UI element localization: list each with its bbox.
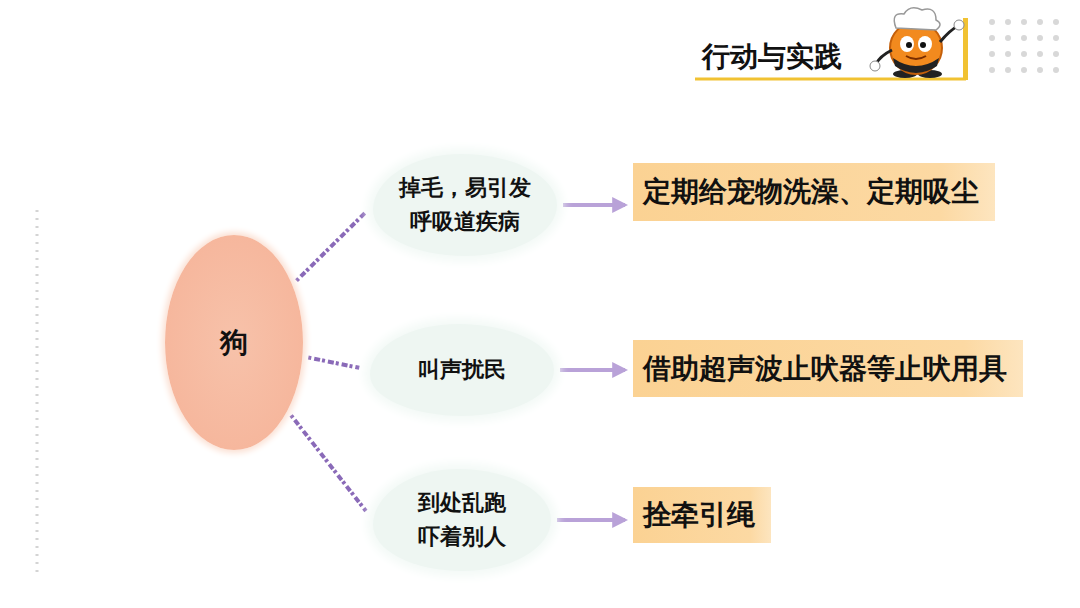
mascot — [870, 8, 964, 78]
arrow-link — [557, 518, 625, 522]
node-text: 叫声扰民 — [392, 353, 532, 387]
header-underline — [695, 78, 966, 81]
node-text: 狗 — [220, 324, 248, 362]
subject-oval: 狗 — [165, 235, 303, 450]
slide-title: 行动与实践 — [702, 38, 842, 76]
problem-bubble: 到处乱跑吓着别人 — [373, 469, 551, 571]
node-text: 到处乱跑吓着别人 — [414, 486, 510, 554]
solution-box: 借助超声波止吠器等止吠用具 — [633, 340, 1023, 397]
node-text: 拴牵引绳 — [643, 498, 755, 532]
dot-grid — [989, 19, 1059, 73]
problem-bubble: 掉毛，易引发呼吸道疾病 — [373, 154, 557, 256]
textured-link — [291, 415, 366, 511]
solution-box: 定期给宠物洗澡、定期吸尘 — [633, 163, 995, 221]
node-text: 掉毛，易引发呼吸道疾病 — [395, 171, 535, 239]
problem-bubble: 叫声扰民 — [370, 324, 554, 416]
textured-link — [308, 358, 359, 368]
node-text: 借助超声波止吠器等止吠用具 — [643, 352, 1007, 386]
solution-box: 拴牵引绳 — [633, 487, 771, 543]
dotted-rule — [36, 210, 39, 575]
node-text: 定期给宠物洗澡、定期吸尘 — [643, 175, 979, 209]
textured-link — [297, 213, 365, 281]
arrow-link — [563, 203, 625, 207]
arrow-link — [560, 368, 625, 372]
